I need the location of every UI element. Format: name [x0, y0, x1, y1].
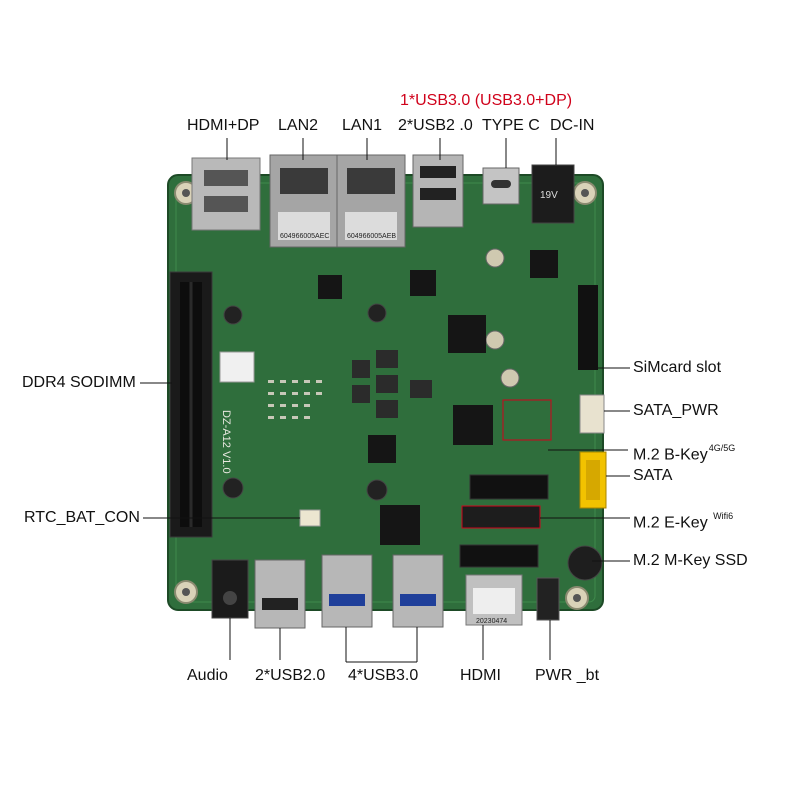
- lan1-sticker: 604966005AEB: [347, 233, 397, 240]
- label-usb3-bottom: 4*USB3.0: [348, 667, 419, 684]
- typec-port: [482, 167, 520, 205]
- dc-in-jack: [531, 164, 575, 224]
- label-m2-b-sup: 4G/5G: [708, 443, 736, 453]
- hdmi-dp-port: [191, 157, 261, 231]
- lan2-sticker: 604966005AEC: [280, 233, 330, 240]
- label-sata: SATA: [633, 467, 673, 484]
- label-type-c: TYPE C: [482, 117, 540, 134]
- simcard-outline: [502, 399, 552, 441]
- leader-lines: [140, 138, 630, 663]
- label-ddr4: DDR4 SODIMM: [22, 374, 136, 391]
- m2-e-slot: [461, 505, 541, 529]
- label-lan2: LAN2: [278, 117, 319, 134]
- sata-pwr-connector: [579, 394, 605, 434]
- label-rtc: RTC_BAT_CON: [24, 509, 140, 526]
- label-m2-e-sup: Wifi6: [713, 511, 734, 521]
- m2-m-slot: [459, 544, 539, 568]
- silk-model: DZ-A12 V1.0: [220, 410, 232, 474]
- label-m2-m: M.2 M-Key SSD: [633, 552, 748, 569]
- pwr-button: [536, 577, 560, 621]
- audio-jack: [211, 559, 249, 619]
- rtc-connector: [299, 509, 321, 527]
- qr-date: 20230474: [476, 618, 508, 625]
- label-lan1: LAN1: [342, 117, 383, 134]
- label-hdmi: HDMI: [460, 667, 501, 684]
- label-m2-b: M.2 B-Key4G/5G: [633, 443, 736, 464]
- label-usb2-top: 2*USB2 .0: [398, 117, 473, 134]
- label-sata-pwr: SATA_PWR: [633, 402, 719, 419]
- label-hdmi-dp: HDMI+DP: [187, 117, 260, 134]
- label-simcard: SiMcard slot: [633, 359, 722, 376]
- label-usb-top-red: 1*USB3.0 (USB3.0+DP): [400, 92, 573, 109]
- label-usb2-bottom: 2*USB2.0: [255, 667, 326, 684]
- m2-b-slot: [469, 474, 549, 500]
- usb3-bottom-port-1: [321, 554, 373, 628]
- dc-jack-marking: 19V: [540, 190, 558, 201]
- label-m2-e: M.2 E-Key Wifi6: [633, 511, 734, 532]
- usb2-bottom-port: [254, 559, 306, 629]
- usb3-bottom-port-2: [392, 554, 444, 628]
- label-audio: Audio: [187, 667, 228, 684]
- label-dc-in: DC-IN: [550, 117, 595, 134]
- qr-sticker: [219, 351, 255, 383]
- label-pwr-bt: PWR _bt: [535, 667, 600, 684]
